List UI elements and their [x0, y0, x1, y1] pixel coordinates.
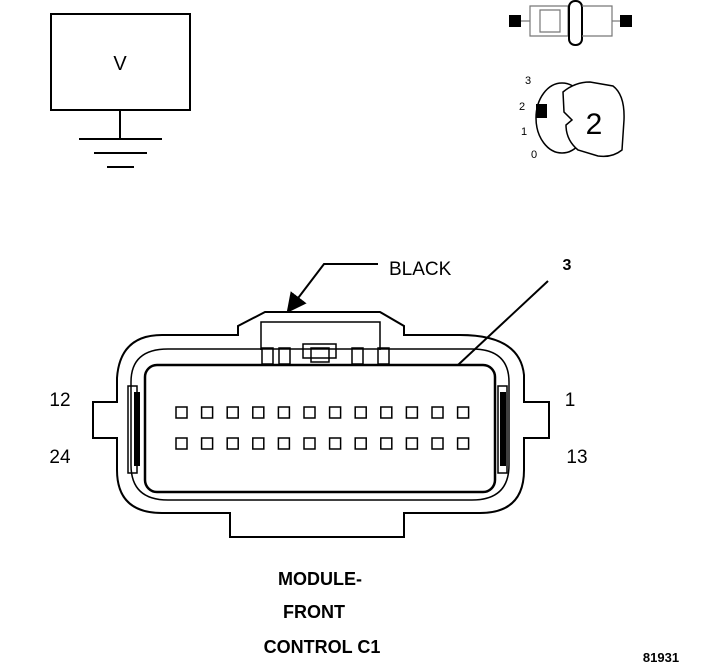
rotary-selector-icon: 3 2 1 0 2	[519, 75, 625, 161]
figure-id: 81931	[643, 650, 679, 665]
pin-callout-label: 3	[563, 257, 572, 274]
pin-cavity	[405, 437, 419, 450]
ground-icon	[79, 138, 162, 168]
connector-inner-shell	[130, 348, 510, 501]
latch-tab	[260, 321, 390, 365]
selector-position-2: 2	[519, 101, 525, 113]
probe-icon	[509, 0, 632, 46]
pin-cavity	[431, 437, 444, 450]
left-guide-rail	[127, 385, 140, 474]
pin-cavity	[252, 406, 265, 419]
pin-cavity	[354, 437, 367, 450]
pin-cavity	[303, 437, 316, 450]
connector-title-line-1: MODULE-	[278, 569, 362, 589]
pin-cavity	[200, 437, 214, 450]
pin-cavity	[405, 406, 419, 419]
pin-grid	[175, 406, 470, 450]
pin-cavity-face	[143, 363, 497, 494]
pin-cavity	[175, 437, 188, 450]
pin-cavity	[175, 406, 188, 419]
pin-cavity	[277, 406, 291, 419]
color-leader-line	[286, 263, 378, 314]
pin-cavity	[328, 406, 342, 419]
pin-cavity	[200, 406, 214, 419]
pin-cavity	[328, 437, 342, 450]
pin-number-top-right: 1	[565, 390, 576, 411]
pin-cavity	[226, 406, 239, 419]
selector-value: 2	[586, 108, 603, 141]
pin-number-top-left: 12	[49, 390, 70, 411]
pin-number-bottom-right: 13	[566, 447, 587, 468]
selector-position-0: 0	[531, 149, 537, 161]
pin-cavity	[226, 437, 239, 450]
pin-cavity	[431, 406, 444, 419]
pin-cavity	[380, 437, 393, 450]
selector-position-1: 1	[521, 126, 527, 138]
connector-title-line-3: CONTROL C1	[264, 637, 381, 657]
pin-cavity	[456, 406, 470, 419]
connector-title-line-2: FRONT	[283, 602, 345, 622]
pin-number-bottom-left: 24	[49, 447, 71, 468]
pin-cavity	[380, 406, 393, 419]
voltmeter-symbol: V	[50, 13, 191, 168]
connector-outer-shell	[92, 311, 550, 538]
pin-cavity	[277, 437, 291, 450]
voltmeter-label: V	[113, 53, 127, 75]
right-guide-rail	[497, 385, 508, 474]
pin-cavity	[456, 437, 470, 450]
connector-body	[92, 311, 550, 538]
pin-cavity	[354, 406, 367, 419]
pin-cavity	[252, 437, 265, 450]
color-label: BLACK	[389, 259, 452, 280]
pin-cavity	[303, 406, 316, 419]
selector-position-3: 3	[525, 75, 531, 87]
